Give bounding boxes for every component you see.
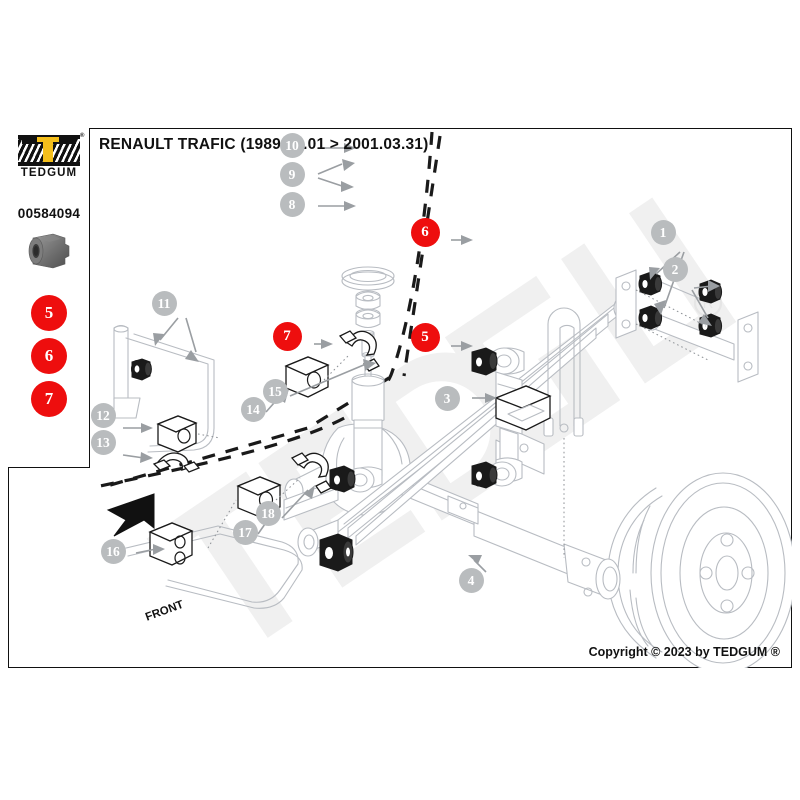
callout-5[interactable]: 5 [410, 322, 440, 352]
bushing-16 [148, 522, 194, 566]
leaf-spring [297, 296, 631, 557]
anti-roll-bar-upper [61, 324, 380, 473]
callout-1[interactable]: 1 [650, 219, 676, 245]
logo-mark-icon [18, 135, 80, 166]
brand-name: TEDGUM [20, 167, 78, 179]
bushing-11b [131, 358, 152, 381]
exploded-parts-drawing: .ln { fill:none; stroke:#b8bcc2; stroke-… [61, 131, 792, 668]
callout-13[interactable]: 13 [90, 429, 116, 455]
clamp-13 [152, 452, 201, 473]
legend-badges: 5 6 7 [8, 288, 90, 424]
svg-text:R: R [703, 295, 714, 312]
clamp-18 [290, 452, 332, 494]
bushing-14 [284, 356, 330, 398]
registered-trademark-icon: ® [80, 133, 85, 139]
bushing-1a [638, 271, 663, 296]
callout-leader-arrows [122, 143, 720, 573]
part-number: 00584094 [17, 206, 81, 221]
bushing-4 [319, 533, 354, 572]
callout-9[interactable]: 9 [279, 161, 305, 187]
callout-14[interactable]: 14 [240, 396, 266, 422]
callout-3[interactable]: 3 [434, 385, 460, 411]
bushing-5 [471, 461, 498, 489]
callout-15[interactable]: 15 [262, 378, 288, 404]
anti-roll-bar-lower [125, 452, 332, 609]
legend-badge-6[interactable]: 6 [31, 338, 67, 374]
wheel-illustration [607, 472, 792, 668]
callout-8[interactable]: 8 [279, 191, 305, 217]
callout-10[interactable]: 10 [279, 132, 305, 158]
bushing-1b [638, 305, 663, 330]
callout-4[interactable]: 4 [458, 567, 484, 593]
control-arm-right [615, 269, 759, 383]
bump-stop-3 [494, 385, 552, 431]
bushing-6 [471, 347, 498, 376]
u-bolt [543, 307, 584, 558]
callout-16[interactable]: 16 [100, 538, 126, 564]
callout-12[interactable]: 12 [90, 402, 116, 428]
page-title: RENAULT TRAFIC (1989.03.01 > 2001.03.31) [99, 136, 429, 153]
callout-17[interactable]: 17 [232, 519, 258, 545]
shock-absorber-right [471, 347, 525, 489]
front-direction-arrow [106, 493, 155, 537]
bushing-12 [156, 415, 198, 453]
shock-absorber-centre [329, 266, 395, 493]
callout-11[interactable]: 11 [151, 290, 177, 316]
legend-badge-7[interactable]: 7 [31, 381, 67, 417]
tedgum-logo: ® TEDGUM [18, 133, 84, 179]
callout-18[interactable]: 18 [255, 500, 281, 526]
info-panel: ® TEDGUM 00584094 5 6 7 [8, 128, 90, 468]
legend-badge-5[interactable]: 5 [31, 295, 67, 331]
bushing-7 [329, 465, 356, 493]
callout-7[interactable]: 7 [272, 321, 302, 351]
callout-2[interactable]: 2 [662, 256, 688, 282]
callout-6[interactable]: 6 [410, 217, 440, 247]
part-photo-stabiliser-bushing [28, 233, 70, 269]
copyright-notice: Copyright © 2023 by TEDGUM ® [588, 645, 780, 659]
